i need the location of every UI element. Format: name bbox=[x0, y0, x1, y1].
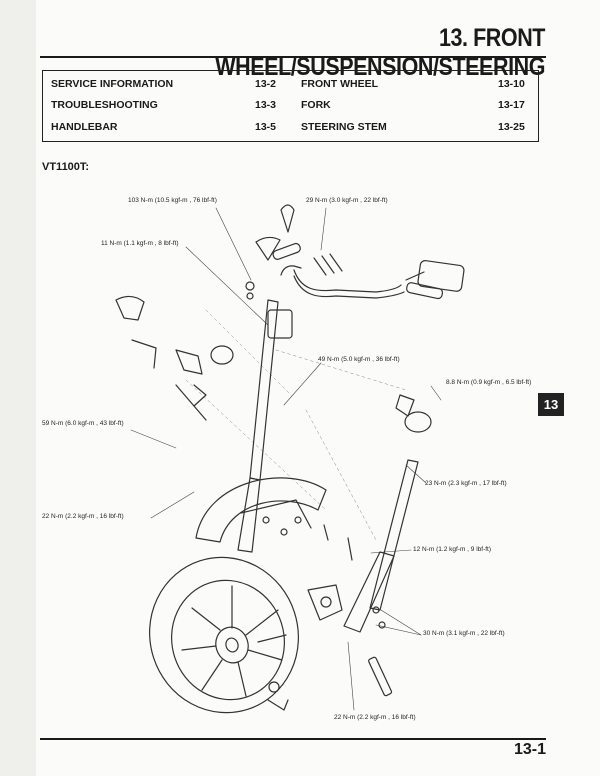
caliper-drawing bbox=[267, 584, 393, 711]
headlight-drawing bbox=[115, 295, 432, 433]
toc-label-steering-stem: STEERING STEM bbox=[301, 121, 387, 133]
model-label: VT1100T: bbox=[42, 161, 90, 173]
torque-callout: 49 N-m (5.0 kgf-m , 36 lbf-ft) bbox=[318, 356, 400, 363]
front-wheel-drawing bbox=[149, 556, 299, 714]
fork-drawing bbox=[237, 299, 419, 633]
fender-drawing bbox=[195, 477, 327, 543]
torque-callout: 22 N-m (2.2 kgf-m , 16 lbf-ft) bbox=[42, 513, 124, 520]
toc-label-service-information: SERVICE INFORMATION bbox=[51, 78, 174, 90]
toc-label-troubleshooting: TROUBLESHOOTING bbox=[51, 99, 158, 111]
torque-callout: 11 N-m (1.1 kgf-m , 8 lbf-ft) bbox=[101, 240, 179, 247]
toc-page-handlebar: 13-5 bbox=[255, 121, 277, 133]
footer-rule bbox=[40, 738, 546, 740]
torque-callout: 8.8 N-m (0.9 kgf-m , 6.5 lbf-ft) bbox=[446, 379, 532, 386]
torque-callout: 59 N-m (6.0 kgf-m , 43 lbf-ft) bbox=[42, 420, 124, 427]
torque-callout: 103 N-m (10.5 kgf-m , 76 lbf-ft) bbox=[128, 197, 217, 204]
toc-page-service-information: 13-2 bbox=[255, 78, 277, 90]
torque-callout: 23 N-m (2.3 kgf-m , 17 lbf-ft) bbox=[425, 480, 507, 487]
toc-page-steering-stem: 13-25 bbox=[498, 121, 525, 133]
handlebar-drawing bbox=[245, 204, 465, 300]
toc-label-front-wheel: FRONT WHEEL bbox=[301, 78, 378, 90]
contents-table: SERVICE INFORMATION 13-2 TROUBLESHOOTING… bbox=[42, 70, 539, 142]
toc-label-fork: FORK bbox=[301, 99, 331, 111]
toc-page-front-wheel: 13-10 bbox=[498, 78, 525, 90]
page-edge-shadow bbox=[0, 0, 36, 776]
leader-lines bbox=[130, 207, 442, 711]
toc-page-fork: 13-17 bbox=[498, 99, 525, 111]
toc-page-troubleshooting: 13-3 bbox=[255, 99, 277, 111]
toc-label-handlebar: HANDLEBAR bbox=[51, 121, 118, 133]
torque-callout: 29 N-m (3.0 kgf-m , 22 lbf-ft) bbox=[306, 197, 388, 204]
title-rule bbox=[40, 56, 546, 58]
torque-callout: 22 N-m (2.2 kgf-m , 16 lbf-ft) bbox=[334, 714, 416, 721]
torque-callout: 30 N-m (3.1 kgf-m , 22 lbf-ft) bbox=[423, 630, 505, 637]
exploded-view-diagram bbox=[115, 204, 465, 714]
page-number: 13-1 bbox=[513, 741, 546, 758]
torque-callout: 12 N-m (1.2 kgf-m , 9 lbf-ft) bbox=[413, 546, 492, 553]
section-tab: 13 bbox=[538, 393, 564, 416]
guide-lines bbox=[185, 309, 407, 541]
